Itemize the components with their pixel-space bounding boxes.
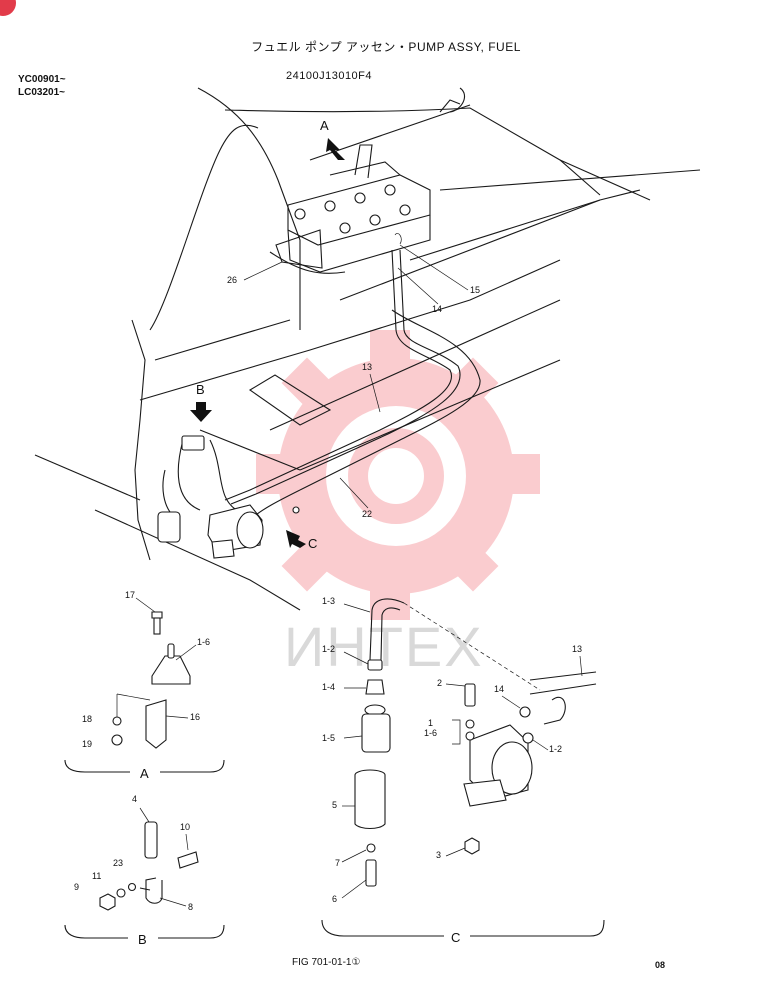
svg-text:C: C [451, 930, 460, 945]
svg-text:11: 11 [92, 871, 101, 881]
part-code: 24100J13010F4 [286, 70, 373, 82]
svg-text:7: 7 [335, 858, 340, 868]
page-number: 08 [655, 960, 666, 970]
view-b-detail: 4 10 23 11 9 8 B [64, 794, 225, 947]
svg-text:1-4: 1-4 [322, 682, 335, 692]
figure-number: FIG 701-01-1① [292, 957, 361, 968]
svg-text:8: 8 [188, 902, 193, 912]
main-callouts: 26 15 14 13 22 [227, 244, 480, 519]
svg-text:B: B [196, 382, 205, 397]
svg-text:14: 14 [432, 304, 442, 314]
svg-text:18: 18 [82, 714, 92, 724]
svg-text:9: 9 [74, 882, 79, 892]
svg-text:17: 17 [125, 590, 135, 600]
svg-text:19: 19 [82, 739, 92, 749]
svg-text:1-6: 1-6 [424, 728, 437, 738]
svg-text:14: 14 [494, 684, 504, 694]
watermark-gear-icon [256, 330, 540, 620]
fuel-hose-13 [224, 249, 461, 505]
svg-text:13: 13 [572, 644, 582, 654]
watermark-text: ИНТЕХ [284, 615, 484, 678]
svg-text:4: 4 [132, 794, 137, 804]
svg-text:23: 23 [113, 858, 123, 868]
serial-range-1: YC00901~ [18, 74, 66, 85]
svg-text:1-5: 1-5 [322, 733, 335, 743]
svg-text:3: 3 [436, 850, 441, 860]
fuel-pump-cluster [157, 435, 264, 559]
svg-text:15: 15 [470, 285, 480, 295]
svg-text:1-2: 1-2 [549, 744, 562, 754]
page-title: フュエル ポンプ アッセン・PUMP ASSY, FUEL [251, 40, 521, 54]
svg-text:1: 1 [428, 718, 433, 728]
svg-text:2: 2 [437, 678, 442, 688]
view-arrow-a: A [320, 118, 345, 160]
svg-text:A: A [320, 118, 329, 133]
svg-text:5: 5 [332, 800, 337, 810]
svg-text:16: 16 [190, 712, 200, 722]
view-a-detail: 17 1-6 18 16 19 A [64, 590, 225, 781]
svg-text:10: 10 [180, 822, 190, 832]
svg-text:C: C [308, 536, 317, 551]
view-arrow-b: B [190, 382, 212, 422]
svg-text:1-3: 1-3 [322, 596, 335, 606]
view-c-detail: 1-3 1-2 1-4 1-5 5 7 6 13 2 14 1 [321, 596, 605, 945]
injection-pump-block [287, 144, 431, 273]
svg-text:22: 22 [362, 509, 372, 519]
svg-text:26: 26 [227, 275, 237, 285]
serial-range-2: LC03201~ [18, 87, 65, 98]
fuel-pipe-26 [269, 229, 346, 274]
svg-text:B: B [138, 932, 147, 947]
svg-text:13: 13 [362, 362, 372, 372]
svg-text:1-6: 1-6 [197, 637, 210, 647]
svg-text:A: A [140, 766, 149, 781]
svg-text:6: 6 [332, 894, 337, 904]
view-arrow-c: C [286, 530, 317, 551]
corner-badge-icon [0, 0, 16, 16]
machine-body-outline [34, 87, 701, 611]
svg-text:1-2: 1-2 [322, 644, 335, 654]
